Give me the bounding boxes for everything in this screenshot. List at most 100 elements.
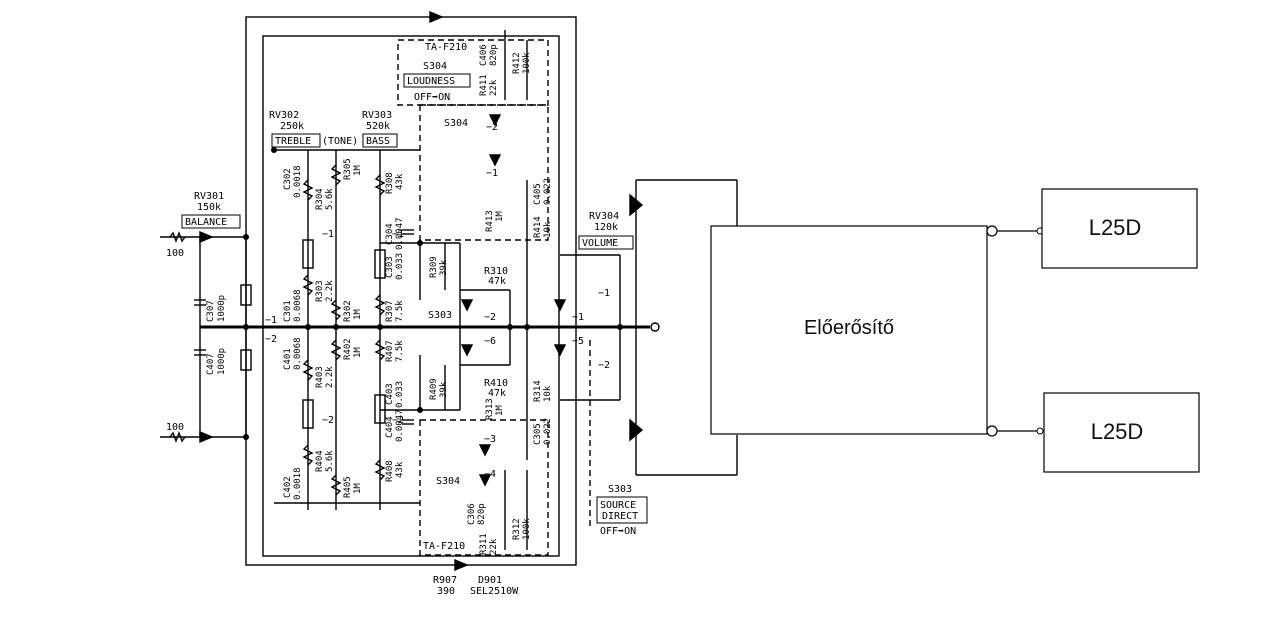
arrow-input-bottom — [199, 430, 214, 444]
arrow-volume-bottom — [629, 418, 644, 442]
r313-label: R313 — [485, 398, 495, 420]
r414-value: 10k — [543, 221, 553, 238]
s303-contact-5 — [553, 344, 567, 357]
rv301-label: RV301 — [194, 191, 224, 202]
r410-label: R410 — [484, 378, 508, 389]
c304-value: 0.0047 — [395, 217, 405, 250]
off-on-bottom: OFF➡ON — [600, 526, 636, 537]
c306-value: 820p — [477, 503, 487, 525]
s304-contact-4 — [478, 474, 492, 487]
port-bottom-in — [1036, 427, 1044, 435]
preamp-label: Előerősítő — [804, 317, 894, 339]
r314-value: 10k — [543, 385, 553, 402]
out-block-top — [1041, 188, 1198, 269]
r311-label: R311 — [479, 533, 489, 555]
r308-value: 43k — [395, 173, 405, 190]
pin-m1-f: −1 — [486, 168, 498, 179]
c406-label: C406 — [479, 44, 489, 66]
volume-label: VOLUME — [582, 238, 618, 249]
c301-value: 0.0068 — [293, 289, 303, 322]
r407-value: 7.5k — [395, 340, 405, 362]
inner-frame — [262, 35, 560, 557]
c402-label: C402 — [283, 476, 293, 498]
block-diagram: Előerősítő L25D L25D — [710, 188, 1200, 473]
r408-symbol — [374, 459, 386, 481]
r409-value: 39k — [439, 381, 449, 398]
pin-m2-c: −2 — [265, 334, 277, 345]
r404-symbol — [302, 444, 314, 466]
r305-label: R305 — [343, 158, 353, 180]
s304-mid-label: S304 — [444, 118, 468, 129]
r907-label: R907 — [433, 575, 457, 586]
c307-value: 1000p — [217, 295, 227, 322]
c307-label: C307 — [206, 300, 216, 322]
arrow-top-frame — [429, 10, 444, 24]
c306-label: C306 — [467, 503, 477, 525]
s304-contact-1 — [488, 154, 502, 167]
r-in-top-value: 100 — [166, 248, 184, 259]
r407-label: R407 — [385, 340, 395, 362]
r907-value: 390 — [437, 586, 455, 597]
arrow-volume-top — [629, 193, 644, 217]
balance-pot-bottom — [240, 349, 252, 371]
r303-symbol — [302, 274, 314, 296]
rv303-pot-bottom — [374, 394, 386, 424]
r303-value: 2.2k — [325, 280, 335, 302]
out-bottom-label: L25D — [1091, 419, 1144, 444]
r403-value: 2.2k — [325, 366, 335, 388]
r309-label: R309 — [429, 256, 439, 278]
r408-label: R408 — [385, 460, 395, 482]
r411-label: R411 — [479, 74, 489, 96]
preamp-block — [710, 225, 988, 435]
c407-value: 1000p — [217, 348, 227, 375]
r405-label: R405 — [343, 476, 353, 498]
r304-value: 5.6k — [325, 188, 335, 210]
c403-label: C403 — [385, 383, 395, 405]
bus-terminal — [650, 322, 660, 332]
source-label: SOURCE — [600, 500, 636, 511]
c404-label: C404 — [385, 416, 395, 438]
c402-value: 0.0018 — [293, 467, 303, 500]
direct-label: DIRECT — [602, 511, 638, 522]
rv304-label: RV304 — [589, 211, 619, 222]
pin-m5: −5 — [572, 336, 584, 347]
r408-value: 43k — [395, 461, 405, 478]
s303-mid-label: S303 — [428, 310, 452, 321]
port-top-out — [986, 225, 998, 237]
wiring — [160, 10, 738, 572]
r413-label: R413 — [485, 210, 495, 232]
r309-value: 39k — [439, 259, 449, 276]
c401-value: 0.0068 — [293, 337, 303, 370]
r308-symbol — [374, 174, 386, 196]
pin-m1-d: −1 — [572, 312, 584, 323]
r310-label: R310 — [484, 266, 508, 277]
rv302-label: RV302 — [269, 110, 299, 121]
r402-value: 1M — [353, 347, 363, 358]
r404-value: 5.6k — [325, 450, 335, 472]
r302-label: R302 — [343, 300, 353, 322]
s304-contact-2 — [488, 114, 502, 127]
pin-m1-e: −1 — [598, 288, 610, 299]
rv303-pot-top — [374, 249, 386, 279]
c401-label: C401 — [283, 348, 293, 370]
s304-contact-3 — [478, 444, 492, 457]
pin-m2-e: −2 — [598, 360, 610, 371]
r409-label: R409 — [429, 378, 439, 400]
r303-label: R303 — [315, 280, 325, 302]
balance-label: BALANCE — [185, 217, 227, 228]
s304-low-label: S304 — [436, 476, 460, 487]
r405-symbol — [330, 474, 342, 496]
r-input-bottom — [169, 431, 186, 443]
out-top-label: L25D — [1089, 215, 1142, 240]
r310-value: 47k — [488, 276, 506, 287]
r302-symbol — [330, 299, 342, 321]
s303-contact-6 — [460, 344, 474, 357]
d901-label: D901 — [478, 575, 502, 586]
r410-value: 47k — [488, 388, 506, 399]
r305-value: 1M — [353, 165, 363, 176]
rv303-value: 520k — [366, 121, 390, 132]
r412-value: 100k — [522, 52, 532, 74]
balance-pot-top — [240, 284, 252, 306]
ta-f210-top-label: TA-F210 — [425, 42, 467, 53]
